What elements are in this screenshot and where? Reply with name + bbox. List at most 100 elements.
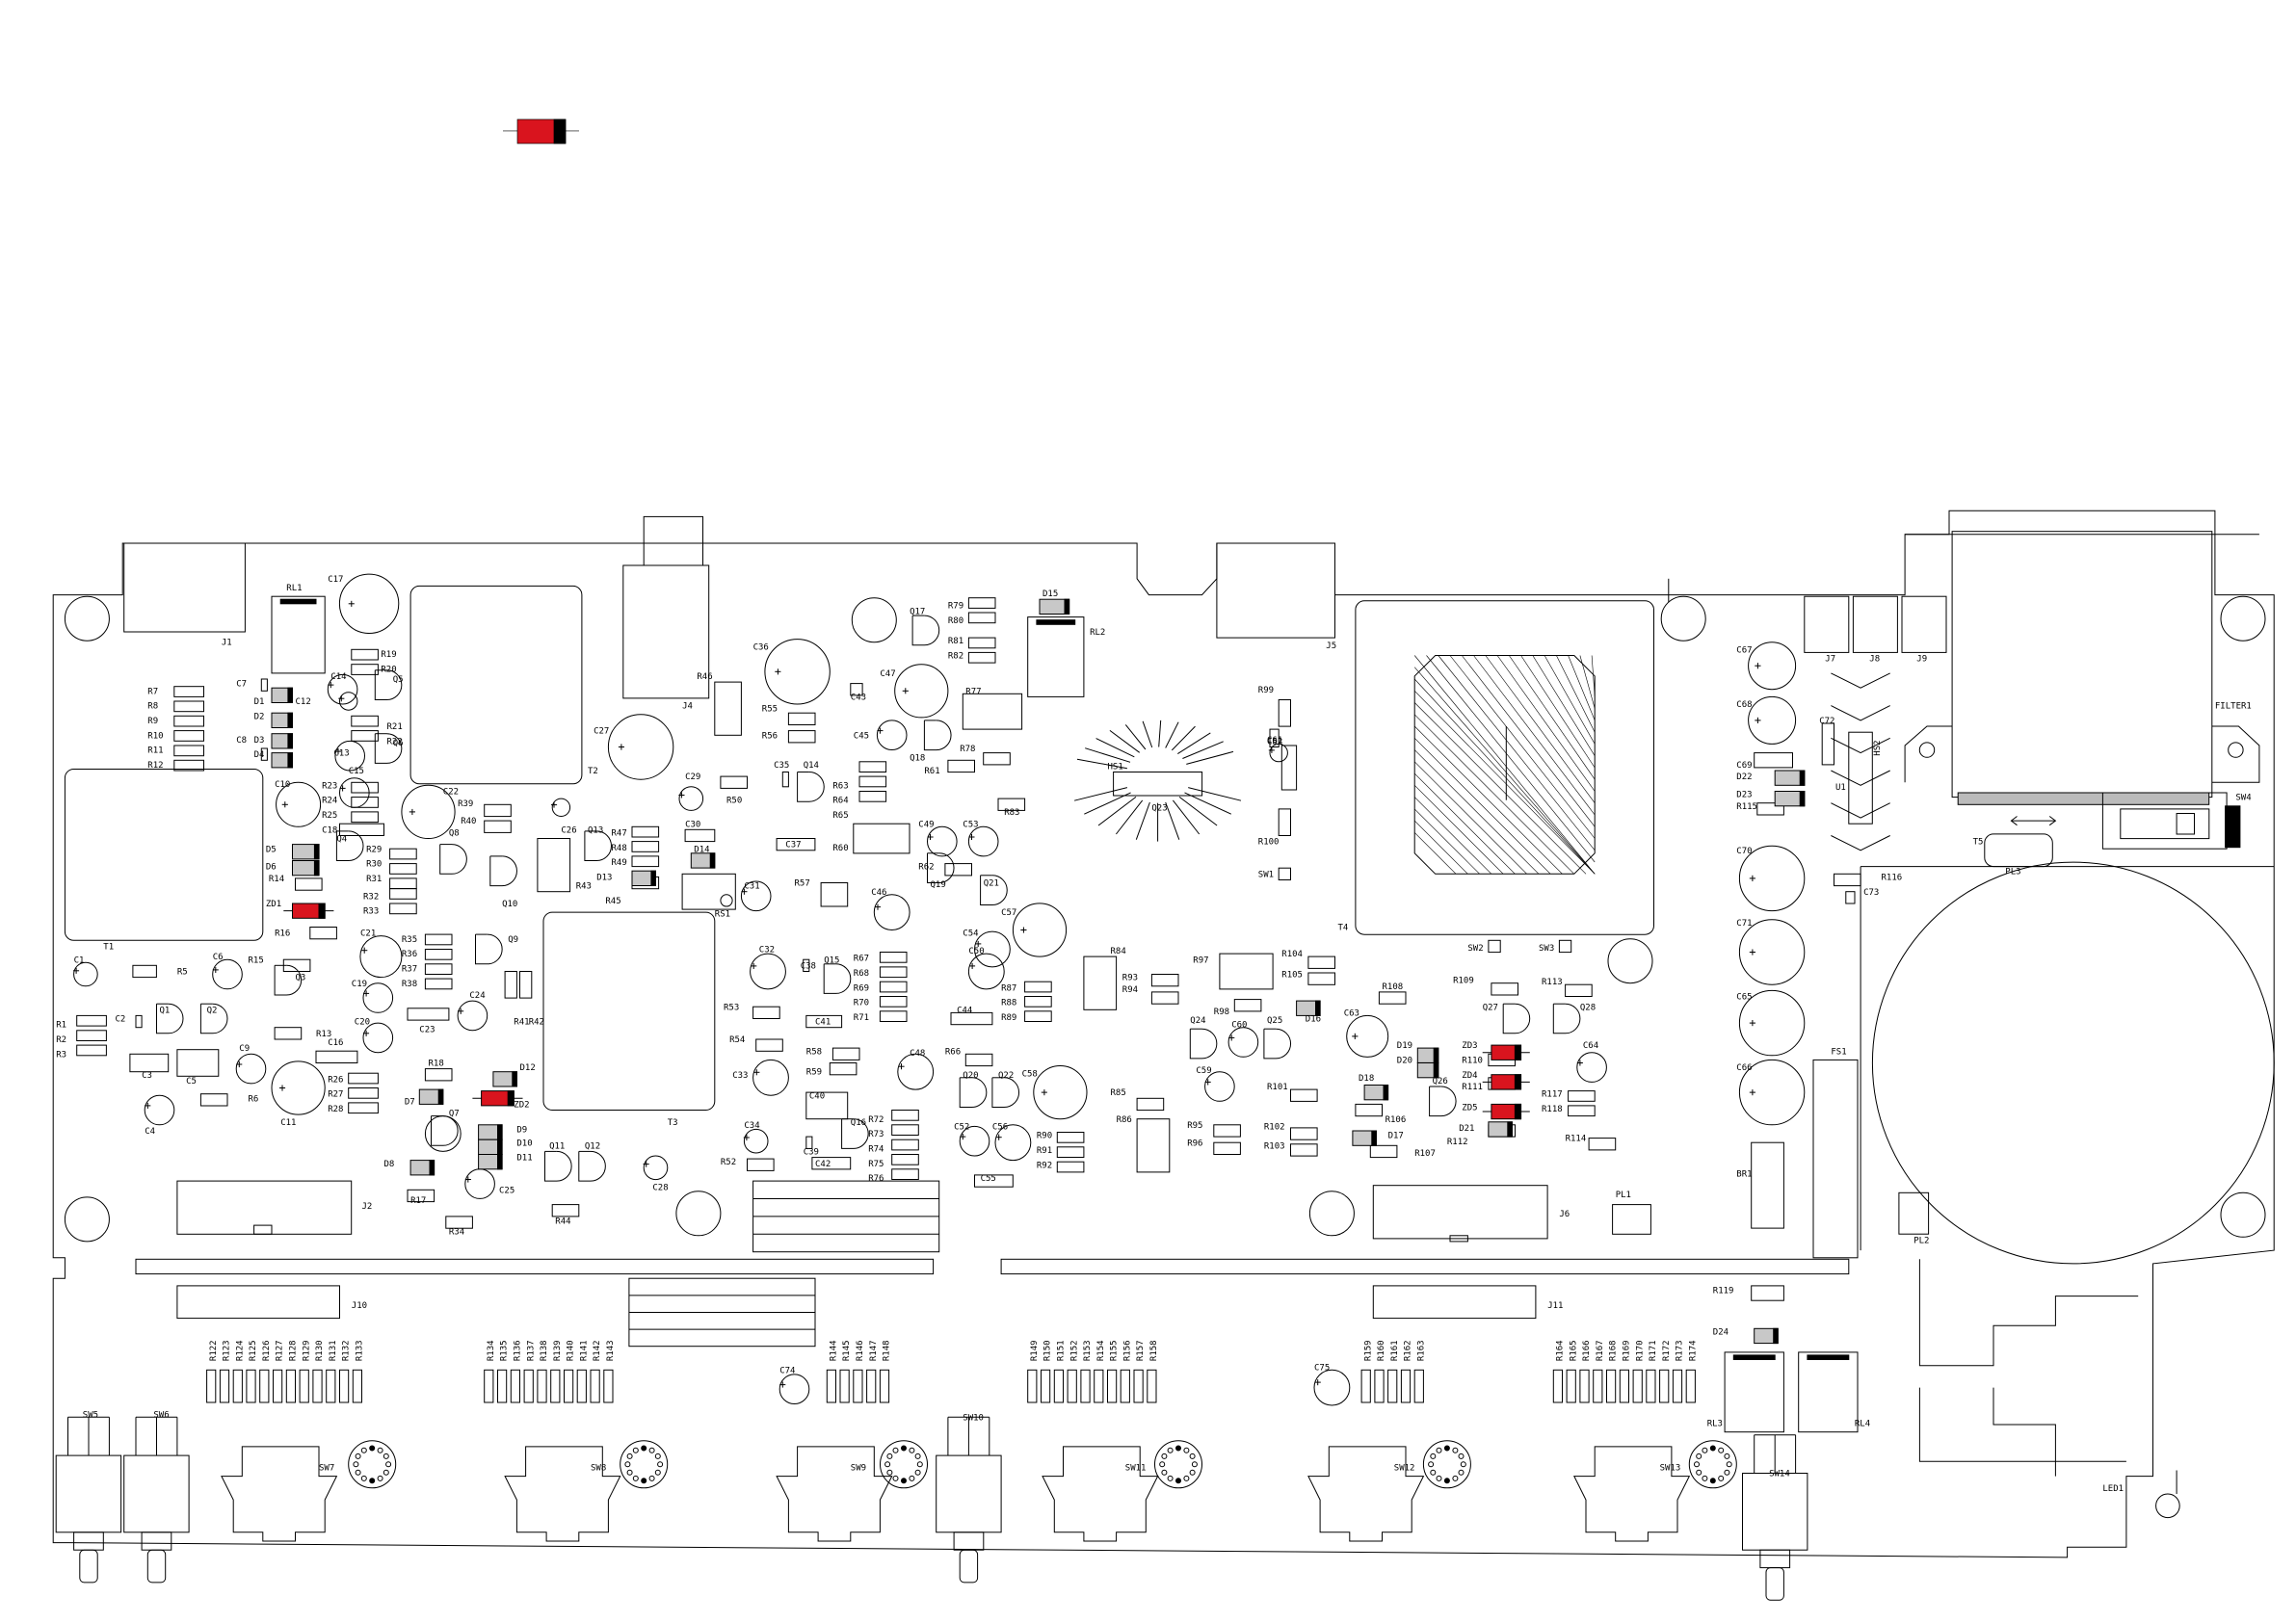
resistor [714,681,742,736]
switch-contact [369,1478,376,1484]
component-label: C18 [322,825,337,835]
component-label: R61 [924,767,939,776]
component-label: R172 [1662,1340,1672,1361]
relay-rl2 [1027,616,1085,697]
electrolytic-capacitor [1738,989,1806,1057]
capacitor [339,692,358,711]
component-label: R6 [249,1094,259,1104]
component-label: C43 [851,694,866,703]
component-label: R76 [868,1174,884,1184]
component-label: R151 [1057,1340,1067,1361]
capacitor [967,825,999,857]
component-label: R138 [540,1340,549,1361]
resistor [858,791,887,802]
resistor [274,1027,303,1040]
component-label: R62 [918,863,934,873]
component-label: R100 [1258,838,1280,848]
resistor [519,971,533,999]
component-label: D9 [516,1126,527,1136]
toggle-neck [73,1531,104,1551]
transistor-body [199,1003,228,1034]
connector-j5 [1216,542,1336,639]
transistor-body [923,720,952,751]
diode-band [1799,791,1806,807]
component-label: C44 [957,1006,972,1015]
resistor [853,823,910,854]
component-label: R88 [1001,999,1016,1008]
component-label: Q22 [998,1071,1014,1081]
film-capacitor [339,823,384,837]
switch-resistor [497,1369,508,1403]
component-label: D3 [254,736,265,746]
resistor [389,903,417,915]
filter-tab-right [2211,725,2260,783]
filter-tab-left [1904,725,1953,783]
hatch-line [1413,808,1480,875]
board-edge [52,510,2275,1558]
switch-contact [1443,1478,1450,1484]
component-label: R122 [209,1340,219,1361]
switch-contact [1183,1447,1190,1453]
component-label: R162 [1404,1340,1413,1361]
component-label: J8 [1869,655,1880,665]
component-label: C23 [419,1025,435,1034]
component-label: R66 [945,1047,961,1057]
component-label: R170 [1635,1340,1645,1361]
resistor [407,1189,435,1203]
zener-band [1514,1044,1522,1060]
component-label: R29 [366,845,382,854]
resistor [1588,1138,1617,1151]
resistor [173,745,205,757]
switch-resistor [1360,1369,1371,1403]
component-label: C72 [1819,717,1834,726]
toggle-lever [959,1549,979,1584]
component-label: Q16 [851,1118,866,1128]
component-label: C51 [1267,737,1282,746]
component-label: C65 [1736,993,1752,1003]
component-label: Q27 [1483,1003,1498,1012]
component-label: R34 [449,1227,464,1237]
capacitor [974,930,1011,968]
component-label: Q11 [549,1141,565,1151]
resistor [1491,982,1519,996]
resistor [1307,972,1336,985]
capacitor [327,673,358,705]
component-label: R160 [1377,1340,1386,1361]
switch-resistor [326,1369,336,1403]
component-label: Q15 [824,955,839,965]
component-label: Q9 [508,935,518,945]
component-label: Q1 [160,1006,171,1015]
component-label: HS2 [1873,740,1883,755]
resistor [1056,1161,1085,1173]
component-label: R28 [328,1105,343,1114]
resistor [1290,1143,1318,1157]
component-label: R152 [1069,1340,1079,1361]
resistor [967,637,996,649]
switch-contact [1183,1475,1190,1481]
component-label: R127 [276,1340,285,1361]
component-label: C67 [1736,645,1752,655]
edge-connector-strip [135,1258,935,1275]
component-label: Q28 [1580,1003,1596,1012]
resistor [997,798,1026,811]
switch-resistor [603,1369,614,1403]
switch-resistor [1593,1369,1603,1403]
component-label: R81 [948,637,963,646]
capacitor [464,1168,495,1199]
component-label: C38 [801,961,816,971]
relay-band [279,598,317,605]
switch-contact [892,1475,899,1481]
component-label: R124 [235,1340,245,1361]
component-label: R39 [458,799,473,809]
switch-contact [1175,1445,1181,1452]
diode-band [650,870,657,887]
component-label: R37 [402,965,417,975]
diode-band [437,1088,444,1105]
transistor-body [1429,1086,1457,1117]
hatch-line [1438,655,1596,851]
component-label: C45 [854,731,869,741]
switch-resistor [1053,1369,1065,1403]
component-label: C62 [1267,737,1282,746]
component-label: D6 [266,863,277,873]
resistor [879,952,908,963]
